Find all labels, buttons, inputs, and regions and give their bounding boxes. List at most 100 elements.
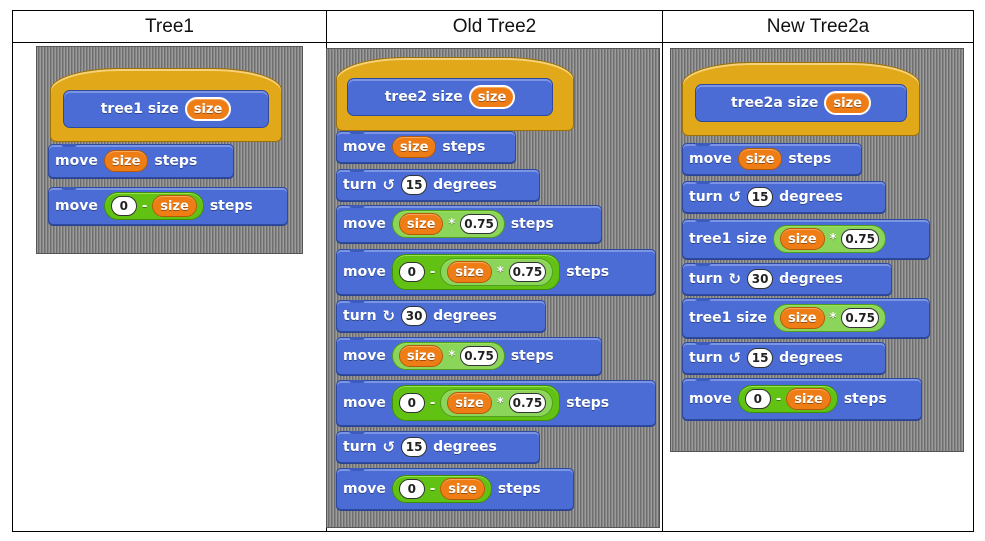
degrees-label: degrees (433, 308, 497, 324)
move-label: move (343, 395, 386, 411)
steps-label: steps (566, 395, 610, 411)
tree2a-turn-right-30-block[interactable]: turn ↻ 30 degrees (682, 263, 892, 295)
tree2-turn-left-15-block[interactable]: turn ↺ 15 degrees (336, 169, 540, 201)
tree2-param-size[interactable]: size (468, 85, 516, 109)
tree2a-move-negative-size-block[interactable]: move 0 - size steps (682, 378, 922, 420)
times-sign: * (829, 231, 837, 247)
tree2-move-negative-size-block[interactable]: move 0 - size steps (336, 468, 574, 510)
move-label: move (689, 391, 732, 407)
tree2-move-scaled-block-2[interactable]: move size * 0.75 steps (336, 337, 602, 375)
tree2a-param-size[interactable]: size (824, 91, 871, 115)
multiply-operator[interactable]: size * 0.75 (440, 389, 554, 417)
header-new-tree2a: New Tree2a (662, 10, 974, 43)
turn-label: turn (689, 189, 723, 205)
tree2-move-negative-scaled-block[interactable]: move 0 - size * 0.75 steps (336, 249, 656, 295)
degrees-input[interactable]: 30 (401, 306, 428, 326)
turn-label: turn (343, 177, 377, 193)
size-variable[interactable]: size (103, 150, 149, 172)
turn-left-icon: ↺ (382, 176, 396, 194)
minus-sign: - (429, 264, 436, 280)
size-variable[interactable]: size (447, 392, 492, 414)
move-label: move (343, 481, 386, 497)
size-variable[interactable]: size (440, 478, 485, 500)
zero-input[interactable]: 0 (398, 479, 425, 499)
tree1-proto-name: tree1 size (100, 101, 179, 117)
factor-input[interactable]: 0.75 (460, 214, 498, 234)
steps-label: steps (510, 348, 554, 364)
size-variable[interactable]: size (398, 345, 444, 367)
header-row: Tree1 Old Tree2 New Tree2a (12, 10, 974, 43)
size-variable[interactable]: size (152, 195, 197, 217)
minus-sign: - (775, 391, 782, 407)
degrees-input[interactable]: 15 (747, 187, 774, 207)
move-label: move (55, 198, 98, 214)
zero-input[interactable]: 0 (398, 393, 425, 413)
times-sign: * (496, 395, 504, 411)
factor-input[interactable]: 0.75 (508, 262, 547, 282)
turn-left-icon: ↺ (728, 349, 742, 367)
multiply-operator[interactable]: size * 0.75 (440, 258, 554, 286)
times-sign: * (829, 310, 837, 326)
tree2-move-scaled-block[interactable]: move size * 0.75 steps (336, 205, 602, 243)
multiply-operator[interactable]: size * 0.75 (772, 304, 886, 332)
subtract-operator[interactable]: 0 - size * 0.75 (391, 254, 561, 290)
tree2-move-negative-scaled-block-2[interactable]: move 0 - size * 0.75 steps (336, 380, 656, 426)
move-label: move (55, 153, 98, 169)
subtract-operator[interactable]: 0 - size (103, 192, 204, 220)
times-sign: * (448, 216, 456, 232)
size-variable[interactable]: size (786, 388, 831, 410)
size-variable[interactable]: size (391, 136, 437, 158)
multiply-operator[interactable]: size * 0.75 (772, 225, 886, 253)
steps-label: steps (566, 264, 610, 280)
factor-input[interactable]: 0.75 (841, 229, 879, 249)
tree1-move-negative-size-block[interactable]: move 0 - size steps (48, 187, 288, 225)
times-sign: * (448, 348, 456, 364)
tree2a-call-tree1-block-2[interactable]: tree1 size size * 0.75 (682, 298, 930, 338)
degrees-input[interactable]: 30 (747, 269, 774, 289)
tree2a-turn-left-15-block[interactable]: turn ↺ 15 degrees (682, 181, 886, 213)
size-variable[interactable]: size (779, 307, 825, 329)
size-variable[interactable]: size (737, 148, 783, 170)
tree2a-prototype[interactable]: tree2a size size (695, 84, 907, 122)
tree2a-turn-left-15-block-2[interactable]: turn ↺ 15 degrees (682, 342, 886, 374)
steps-label: steps (209, 198, 253, 214)
tree2a-call-tree1-block[interactable]: tree1 size size * 0.75 (682, 219, 930, 259)
factor-input[interactable]: 0.75 (508, 393, 547, 413)
tree2-move-size-block[interactable]: move size steps (336, 131, 516, 163)
move-label: move (689, 151, 732, 167)
factor-input[interactable]: 0.75 (460, 346, 498, 366)
tree2a-move-size-block[interactable]: move size steps (682, 143, 862, 175)
factor-input[interactable]: 0.75 (841, 308, 879, 328)
degrees-input[interactable]: 15 (401, 437, 428, 457)
zero-input[interactable]: 0 (398, 262, 425, 282)
degrees-label: degrees (433, 439, 497, 455)
degrees-label: degrees (779, 271, 843, 287)
zero-input[interactable]: 0 (744, 389, 771, 409)
tree2-turn-left-15-block-2[interactable]: turn ↺ 15 degrees (336, 431, 540, 463)
move-label: move (343, 348, 386, 364)
tree2-turn-right-30-block[interactable]: turn ↻ 30 degrees (336, 300, 546, 332)
size-variable[interactable]: size (398, 213, 444, 235)
subtract-operator[interactable]: 0 - size (737, 385, 838, 413)
multiply-operator[interactable]: size * 0.75 (391, 210, 505, 238)
tree2a-proto-name: tree2a size (730, 95, 819, 111)
subtract-operator[interactable]: 0 - size * 0.75 (391, 385, 561, 421)
zero-input[interactable]: 0 (110, 196, 137, 216)
steps-label: steps (442, 139, 486, 155)
multiply-operator[interactable]: size * 0.75 (391, 342, 505, 370)
times-sign: * (496, 264, 504, 280)
minus-sign: - (429, 481, 436, 497)
minus-sign: - (429, 395, 436, 411)
steps-label: steps (788, 151, 832, 167)
degrees-label: degrees (433, 177, 497, 193)
tree2-prototype[interactable]: tree2 size size (347, 78, 553, 116)
subtract-operator[interactable]: 0 - size (391, 475, 492, 503)
move-label: move (343, 139, 386, 155)
tree1-param-size[interactable]: size (184, 97, 232, 121)
degrees-input[interactable]: 15 (401, 175, 428, 195)
size-variable[interactable]: size (779, 228, 825, 250)
tree1-move-size-block[interactable]: move size steps (48, 144, 234, 178)
tree1-prototype[interactable]: tree1 size size (63, 90, 269, 128)
size-variable[interactable]: size (447, 261, 492, 283)
degrees-input[interactable]: 15 (747, 348, 774, 368)
